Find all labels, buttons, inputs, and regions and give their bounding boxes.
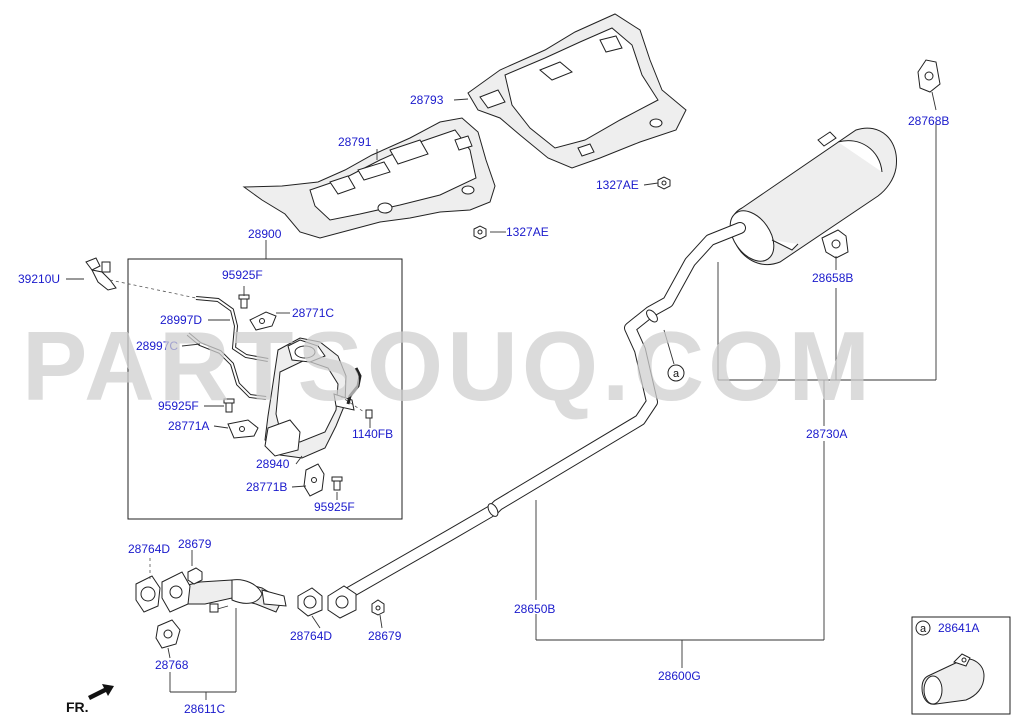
label-1140FB[interactable]: 1140FB bbox=[352, 427, 393, 441]
label-95925F-top[interactable]: 95925F bbox=[222, 268, 263, 282]
label-1327AE-top[interactable]: 1327AE bbox=[596, 178, 639, 192]
bolt-95925F-bottom[interactable] bbox=[331, 476, 343, 491]
bolt-95925F-top[interactable] bbox=[238, 294, 250, 309]
label-28650B[interactable]: 28650B bbox=[514, 602, 555, 616]
label-28730A[interactable]: 28730A bbox=[806, 427, 847, 441]
nut-1327AE-top[interactable] bbox=[657, 176, 671, 190]
callout-symbol: a bbox=[673, 368, 680, 380]
heat-shield-28793[interactable] bbox=[467, 13, 687, 169]
label-28997D[interactable]: 28997D bbox=[160, 313, 202, 327]
nut-28679-right[interactable] bbox=[371, 599, 385, 616]
callout-a-legend: a bbox=[915, 620, 931, 636]
flange-28650B-front[interactable] bbox=[327, 585, 357, 619]
label-28679-right[interactable]: 28679 bbox=[368, 629, 402, 643]
label-28771C[interactable]: 28771C bbox=[292, 306, 334, 320]
hanger-28658B[interactable] bbox=[821, 229, 849, 259]
nut-28679-left[interactable] bbox=[187, 567, 203, 585]
bracket-28771A[interactable] bbox=[227, 419, 259, 439]
bracket-28771C[interactable] bbox=[249, 311, 277, 331]
muffler-28730A[interactable] bbox=[721, 127, 897, 269]
label-39210U[interactable]: 39210U bbox=[18, 272, 60, 286]
label-28764D-left[interactable]: 28764D bbox=[128, 542, 170, 556]
label-28771B[interactable]: 28771B bbox=[246, 480, 287, 494]
label-28658B[interactable]: 28658B bbox=[812, 271, 853, 285]
hanger-28768B[interactable] bbox=[917, 59, 941, 93]
flange-28764D-left[interactable] bbox=[161, 571, 191, 613]
part-labels: 28793 28768B 28791 1327AE 1327AE 28900 3… bbox=[18, 93, 979, 716]
clamp-28641A[interactable] bbox=[921, 653, 985, 705]
hanger-28768[interactable] bbox=[155, 619, 181, 649]
label-1327AE-mid[interactable]: 1327AE bbox=[506, 225, 549, 239]
front-direction-arrow bbox=[88, 684, 114, 700]
tube-28997D[interactable] bbox=[195, 296, 269, 362]
label-28791[interactable]: 28791 bbox=[338, 135, 372, 149]
label-28764D-right[interactable]: 28764D bbox=[290, 629, 332, 643]
leader-lines bbox=[66, 91, 937, 700]
bracket-28771B[interactable] bbox=[303, 463, 325, 497]
label-28611C[interactable]: 28611C bbox=[184, 702, 225, 716]
label-28997C[interactable]: 28997C bbox=[136, 339, 178, 353]
sensor-1140FB[interactable] bbox=[346, 367, 373, 419]
label-28793[interactable]: 28793 bbox=[410, 93, 444, 107]
label-95925F-mid[interactable]: 95925F bbox=[158, 399, 199, 413]
label-95925F-bottom[interactable]: 95925F bbox=[314, 500, 355, 514]
catalytic-converter-28940[interactable] bbox=[264, 337, 355, 459]
label-28900[interactable]: 28900 bbox=[248, 227, 282, 241]
label-28679-left[interactable]: 28679 bbox=[178, 537, 212, 551]
gasket-28764D-right[interactable] bbox=[297, 587, 323, 617]
front-direction-label: FR. bbox=[66, 699, 89, 715]
nut-1327AE-mid[interactable] bbox=[473, 225, 487, 240]
exhaust-pipe-28650B[interactable] bbox=[334, 222, 746, 604]
front-pipe-28611C[interactable] bbox=[175, 579, 287, 613]
legend-box bbox=[911, 616, 1011, 715]
catalyst-group-box bbox=[127, 258, 403, 520]
callout-a-pipe[interactable]: a bbox=[667, 364, 685, 382]
label-28641A[interactable]: 28641A bbox=[938, 621, 979, 635]
watermark: PARTSOUQ.COM bbox=[22, 311, 874, 421]
heat-shield-28791[interactable] bbox=[242, 117, 496, 239]
label-28940[interactable]: 28940 bbox=[256, 457, 290, 471]
label-28600G[interactable]: 28600G bbox=[658, 669, 701, 683]
label-28768B[interactable]: 28768B bbox=[908, 114, 949, 128]
sensor-39210U[interactable] bbox=[85, 257, 117, 291]
legend-symbol: a bbox=[920, 623, 927, 635]
label-28768[interactable]: 28768 bbox=[155, 658, 189, 672]
gasket-28764D-left[interactable] bbox=[135, 575, 161, 613]
bolt-95925F-mid[interactable] bbox=[223, 398, 235, 413]
label-28771A[interactable]: 28771A bbox=[168, 419, 209, 433]
